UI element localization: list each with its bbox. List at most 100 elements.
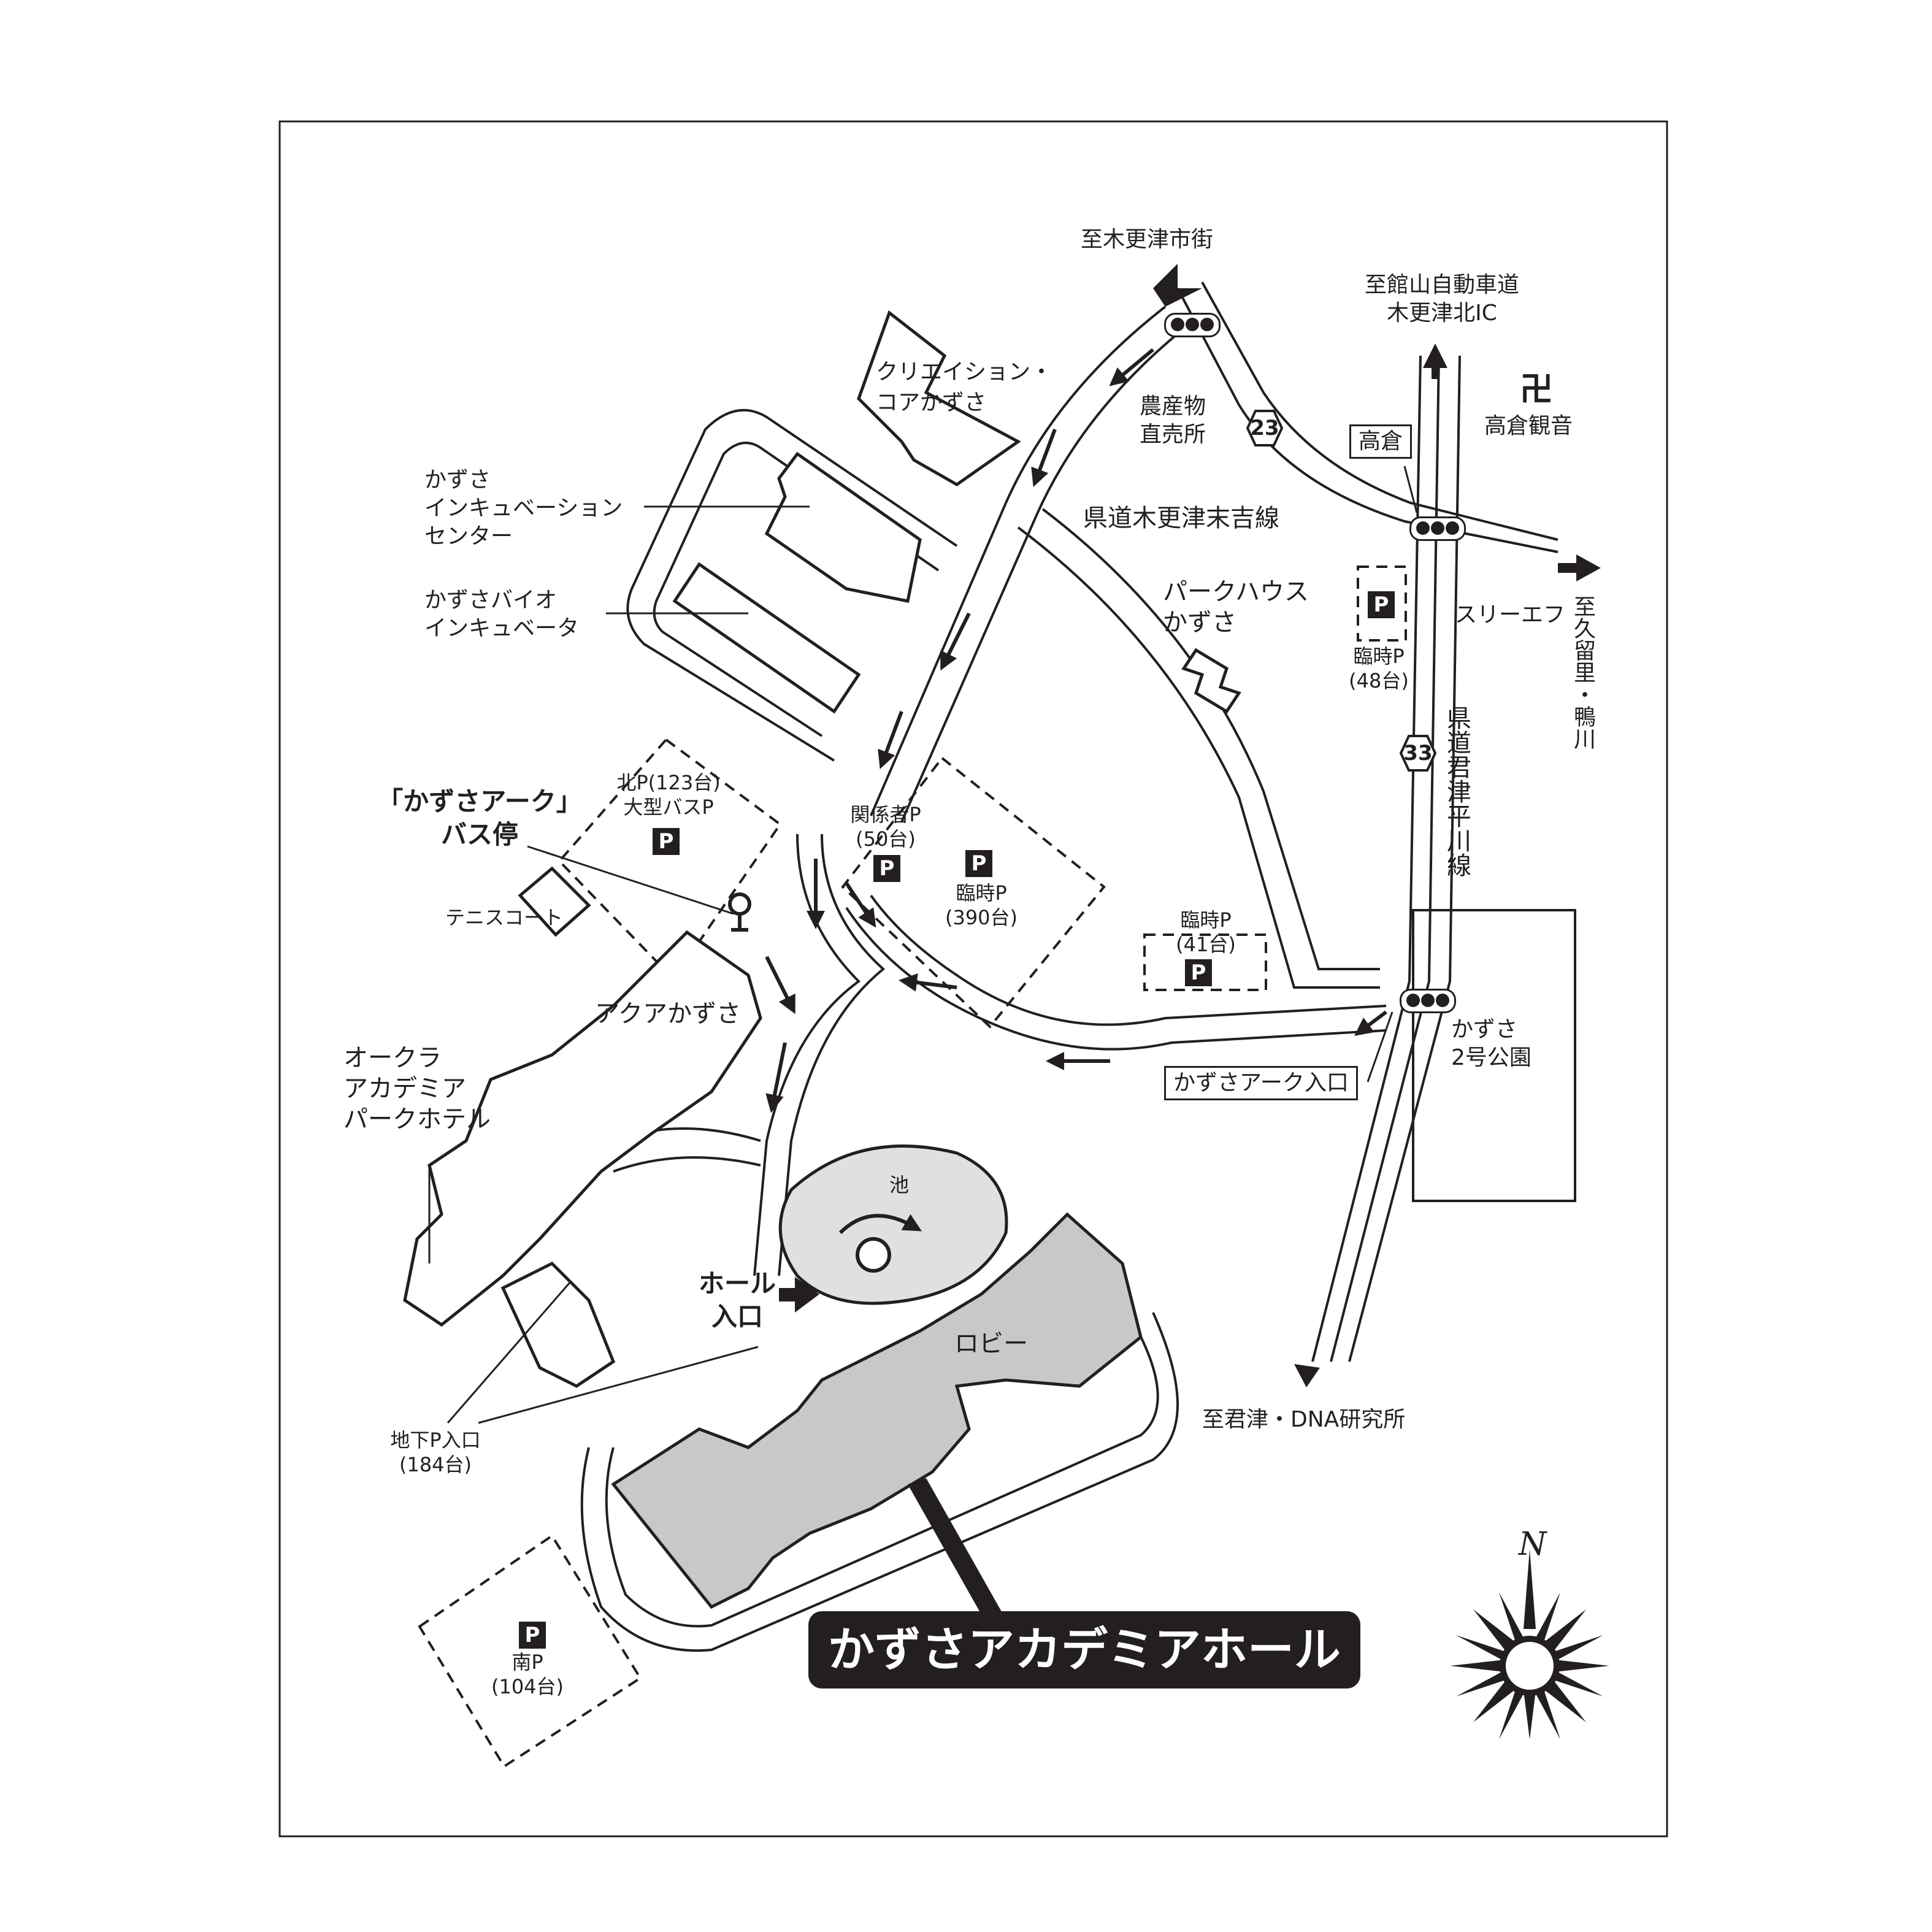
label-to-tateyama-line2: 木更津北IC bbox=[1387, 301, 1497, 326]
rinji-390-parking-area bbox=[841, 756, 1106, 1029]
label-to-kimitsu: 至君津・DNA研究所 bbox=[1202, 1407, 1406, 1432]
arrow-to-kisarazu bbox=[1153, 264, 1202, 307]
bus-stop-icon bbox=[728, 892, 751, 932]
route-33-label: 33 bbox=[1403, 741, 1433, 765]
label-kazusa-park-line1: かずさ bbox=[1451, 1017, 1518, 1042]
leader-lines bbox=[428, 466, 1418, 1424]
label-ark-entrance: かずさアーク入口 bbox=[1164, 1066, 1358, 1100]
label-takakura-kannon: 高倉観音 bbox=[1484, 413, 1573, 439]
academia-hall-building bbox=[611, 1212, 1143, 1609]
hotel-building bbox=[403, 930, 762, 1327]
label-okura-line1: オークラ bbox=[343, 1044, 442, 1072]
parking-mark-kankeisha: P bbox=[873, 855, 900, 882]
label-rinji-41-line1: 臨時P bbox=[1180, 908, 1232, 932]
label-creation-core: クリエイション・ コアかずさ bbox=[876, 358, 1052, 417]
label-nousanbutsu: 農産物 直売所 bbox=[1140, 393, 1206, 449]
traffic-signal-takakura bbox=[1409, 516, 1466, 541]
label-kendou-kimitsu: 県道君津平川線 bbox=[1443, 705, 1471, 877]
arrow-to-kimitsu bbox=[1294, 1364, 1320, 1387]
pond bbox=[778, 1144, 1008, 1305]
label-kankeisha-parking: 関係者P (50台) bbox=[824, 802, 947, 851]
label-rinji-48: 臨時P (48台) bbox=[1317, 644, 1440, 693]
label-underground-parking-line1: 地下P入口 bbox=[390, 1428, 481, 1452]
label-kazusa-incubation-line3: センター bbox=[424, 524, 513, 549]
label-hall-entrance-line1: ホール bbox=[698, 1268, 776, 1298]
label-takakura: 高倉 bbox=[1349, 424, 1413, 459]
label-to-tateyama-line1: 至館山自動車道 bbox=[1364, 272, 1519, 297]
parking-mark-rinji-390: P bbox=[965, 850, 992, 877]
label-parkhouse: パークハウス かずさ bbox=[1163, 577, 1309, 638]
label-south-parking-line1: 南P bbox=[512, 1650, 543, 1674]
label-hall-entrance-line2: 入口 bbox=[711, 1301, 763, 1332]
label-parkhouse-line1: パークハウス bbox=[1163, 578, 1309, 606]
label-okura-hotel: オークラ アカデミア パークホテル bbox=[343, 1043, 491, 1135]
traffic-signal-ark bbox=[1400, 989, 1456, 1013]
label-south-parking: 南P (104台) bbox=[466, 1650, 589, 1699]
label-creation-core-line1: クリエイション・ bbox=[876, 359, 1053, 385]
label-okura-line3: パークホテル bbox=[343, 1105, 491, 1133]
kazusa-park-2 bbox=[1412, 909, 1576, 1202]
label-kazusa-incubation-line1: かずさ bbox=[424, 467, 491, 493]
label-nousanbutsu-line1: 農産物 bbox=[1140, 394, 1206, 419]
hall-pointer bbox=[908, 1478, 1006, 1625]
bio-incubator-building bbox=[672, 562, 861, 714]
label-underground-parking: 地下P入口 (184台) bbox=[362, 1428, 509, 1477]
label-lobby: ロビー bbox=[954, 1330, 1028, 1358]
label-kazusa-park-line2: 2号公園 bbox=[1451, 1045, 1531, 1070]
label-north-parking: 北P(123台) 大型バスP bbox=[577, 770, 761, 819]
label-kazusa-bio-line2: インキュベータ bbox=[424, 616, 580, 641]
route-33-marker: 33 bbox=[1399, 735, 1437, 772]
label-kankeisha-parking-line2: (50台) bbox=[856, 827, 916, 851]
label-north-parking-line2: 大型バスP bbox=[623, 795, 714, 819]
label-underground-parking-line2: (184台) bbox=[399, 1453, 472, 1476]
label-south-parking-line2: (104台) bbox=[491, 1675, 564, 1698]
north-parking-area bbox=[558, 738, 782, 981]
label-rinji-390: 臨時P (390台) bbox=[914, 881, 1049, 930]
parking-areas bbox=[418, 565, 1407, 1768]
tennis-court bbox=[518, 866, 591, 937]
label-tennis-court: テニスコート bbox=[445, 906, 564, 929]
rinji-48-parking-area bbox=[1357, 565, 1407, 642]
label-okura-line2: アカデミア bbox=[343, 1075, 466, 1103]
parking-mark-south: P bbox=[519, 1622, 546, 1649]
label-kendou-kisarazu: 県道木更津末吉線 bbox=[1083, 504, 1279, 532]
arrow-to-tateyama bbox=[1423, 343, 1447, 368]
label-bus-stop-line2: バス停 bbox=[440, 819, 518, 849]
label-to-kurusu-kamogawa: 至久留里・鴨川 bbox=[1570, 595, 1595, 749]
parking-mark-rinji-41: P bbox=[1185, 959, 1212, 986]
label-bus-stop-line1: 「かずさアーク」 bbox=[377, 786, 582, 816]
label-to-kisarazu-city: 至木更津市街 bbox=[1080, 227, 1213, 252]
parking-mark-rinji-48: P bbox=[1368, 591, 1395, 618]
label-kazusa-incubation-line2: インキュベーション bbox=[424, 496, 623, 521]
label-to-tateyama: 至館山自動車道 木更津北IC bbox=[1359, 271, 1525, 328]
parkhouse-building bbox=[1181, 648, 1241, 714]
traffic-signal-north bbox=[1164, 313, 1221, 337]
label-kazusa-bio-line1: かずさバイオ bbox=[424, 588, 558, 613]
label-parkhouse-line2: かずさ bbox=[1163, 608, 1236, 637]
hotel-wing bbox=[500, 1261, 616, 1388]
fountain bbox=[856, 1237, 891, 1273]
label-nousanbutsu-line2: 直売所 bbox=[1140, 422, 1206, 447]
compass-north-label: N bbox=[1519, 1526, 1547, 1563]
pond-circulation-arrow bbox=[838, 1214, 922, 1235]
label-rinji-390-line2: (390台) bbox=[945, 906, 1018, 929]
hall-entrance-arrow bbox=[779, 1277, 819, 1313]
label-three-f: スリーエフ bbox=[1455, 602, 1566, 627]
destination-arrows bbox=[779, 264, 1601, 1387]
map-frame bbox=[278, 120, 1668, 1838]
label-north-parking-line1: 北P(123台) bbox=[616, 771, 721, 794]
label-hall-entrance: ホール 入口 bbox=[688, 1267, 786, 1333]
label-kazusa-bio: かずさバイオ インキュベータ bbox=[424, 586, 579, 643]
rinji-41-parking-area bbox=[1143, 933, 1267, 991]
temple-icon: 卍 bbox=[1520, 370, 1553, 408]
label-kankeisha-parking-line1: 関係者P bbox=[850, 803, 921, 826]
label-bus-stop: 「かずさアーク」 バス停 bbox=[375, 785, 584, 851]
route-23-label: 23 bbox=[1250, 416, 1279, 440]
arrow-to-kurusu bbox=[1576, 554, 1601, 581]
label-aqua-kazusa: アクアかずさ bbox=[595, 1000, 741, 1028]
label-rinji-41-line2: (41台) bbox=[1176, 933, 1236, 956]
incubation-center-building bbox=[764, 451, 922, 603]
label-pond: 池 bbox=[889, 1173, 910, 1197]
label-kazusa-park: かずさ 2号公園 bbox=[1451, 1016, 1531, 1072]
parking-mark-north: P bbox=[653, 828, 680, 855]
